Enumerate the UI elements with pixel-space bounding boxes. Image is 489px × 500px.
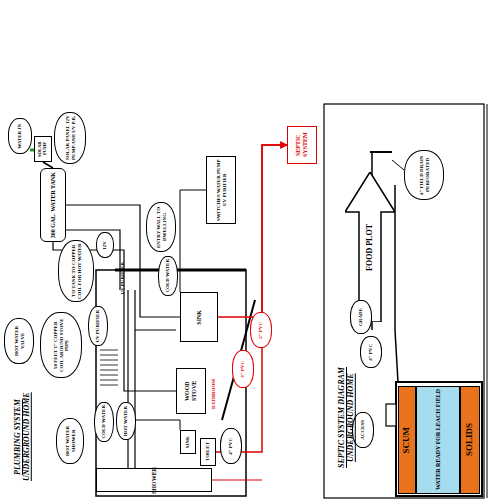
sink-box: SINK — [180, 430, 196, 454]
callout-cloud: 50 FEET 1" COPPER COIL AROUND STOVE PIPE — [40, 312, 82, 378]
node-text: 300 GAL. WATER TANK — [50, 172, 57, 238]
outlet-pipe — [395, 330, 398, 382]
coil-turn — [100, 370, 118, 371]
node-text: UV PURIFIER — [95, 310, 101, 343]
node-text: SEPTIC SYSTEM — [295, 129, 308, 161]
node-text: SCUM — [402, 427, 412, 454]
callout-cloud: WATER IN — [8, 118, 32, 154]
callout-cloud: COLD WATER — [94, 402, 114, 442]
callout-cloud: 4" FIELD DRAIN PERFORATED — [404, 150, 444, 200]
arrow-shape — [345, 172, 395, 322]
callout-cloud: ENTRY WALL TO DWELLING — [146, 202, 176, 252]
food-plot-arrow: FOOD PLOT — [345, 172, 395, 322]
coil-turn — [100, 355, 118, 356]
node-text: SOLIDS — [465, 423, 475, 456]
sheet-edge — [487, 104, 488, 498]
label-box: BATHROOM — [208, 370, 220, 418]
title-box: PLUMBING SYSTEM UNDERGROUND HOME — [2, 378, 44, 496]
callout-cloud: 2" PVC — [250, 312, 272, 348]
callout-cloud: ACCESS — [352, 412, 374, 448]
callout-cloud: GRADE — [350, 300, 372, 334]
node-text: FOOD PLOT — [366, 224, 375, 271]
node-text: WATER READY FOR LEACH FIELD — [435, 389, 442, 490]
sink-box: SINK — [180, 292, 218, 342]
stove-box: WOOD STOVE — [176, 368, 206, 414]
solids-band: SOLIDS — [460, 386, 480, 494]
dwelling-outline — [96, 270, 246, 496]
field-drain — [370, 151, 392, 153]
coil-turn — [100, 360, 118, 361]
node-text: WOOD STOVE — [184, 371, 197, 411]
node-text: SOLAR PUMP — [38, 139, 48, 159]
callout-cloud: HOT WATER VALVE — [4, 318, 34, 364]
node-text: HOT WATER — [123, 406, 129, 436]
callout-cloud: SOLAR PANEL 12V PUMP AND UV P.B. — [54, 112, 86, 164]
node-text: 4" FIELD DRAIN PERFORATED — [419, 153, 430, 197]
node-text: 12V — [102, 241, 108, 250]
sheet-frame — [324, 104, 484, 498]
pump-box: SOLAR PUMP — [34, 136, 52, 162]
callout-cloud: HOT WATER — [116, 402, 136, 440]
callout-cloud: 4" PVC — [220, 428, 242, 464]
node-text: COLD WATER — [101, 405, 107, 439]
copper-coil — [100, 350, 118, 385]
septic-box: SEPTIC SYSTEM — [287, 126, 317, 164]
shower-box: SHOWER — [96, 468, 212, 492]
node-text: 2" PVC — [258, 322, 264, 339]
switch-box: SWITCHES WATER PUMP UV PURIFIER — [206, 156, 236, 224]
septic-tank — [396, 382, 482, 496]
label-box: UV PURIFIER — [116, 258, 130, 298]
drain-line — [222, 300, 255, 420]
water-band: WATER READY FOR LEACH FIELD — [416, 386, 460, 494]
node-text: TOILET — [205, 442, 211, 461]
pipe — [135, 330, 176, 331]
leader-line — [392, 160, 404, 170]
node-text: SOLAR PANEL 12V PUMP AND UV P.B. — [65, 115, 76, 161]
coil-turn — [100, 365, 118, 366]
coil-turn — [100, 385, 118, 386]
node-text: HOT WATER VALVE — [14, 321, 25, 361]
node-text: 3" PVC — [240, 361, 246, 378]
node-text: 4" PVC — [368, 344, 374, 361]
water-tank: 300 GAL. WATER TANK — [40, 168, 66, 242]
node-text: SINK — [185, 436, 191, 448]
callout-cloud: 4" PVC — [360, 336, 382, 368]
callout-cloud: HOT WATER SHOWER — [56, 418, 84, 464]
callout-cloud: UV PURIFIER — [88, 306, 108, 346]
room-label: BATHROOM — [211, 379, 217, 409]
coil-turn — [100, 380, 118, 381]
wire — [180, 190, 206, 292]
node-text: TO TANK TO COPPER COIL FOR HOT WATER — [71, 243, 82, 299]
pipe — [127, 290, 128, 468]
callout-cloud: 12V — [96, 232, 114, 258]
node-text: 50 FEET 1" COPPER COIL AROUND STOVE PIPE — [53, 315, 70, 375]
toilet-box: TOILET — [200, 438, 216, 466]
node-text: GRADE — [358, 308, 364, 326]
node-text: ENTRY WALL TO DWELLING — [156, 205, 167, 249]
node-text: SHOWER — [151, 467, 158, 494]
diagram-title: SEPTIC SYSTEM DIAGRAM UNDERGROUND HOME — [338, 340, 356, 495]
leach-line — [394, 185, 396, 330]
node-text: ACCESS — [360, 420, 366, 440]
node-text: SWITCHES WATER PUMP UV PURIFIER — [216, 159, 227, 221]
scum-band: SCUM — [398, 386, 416, 494]
node-text: 4" PVC — [228, 438, 234, 455]
coil-turn — [100, 350, 118, 351]
drain-line — [212, 479, 262, 480]
access-lid — [386, 404, 396, 426]
callout-cloud: COLD WATER — [158, 256, 178, 296]
pipe — [134, 290, 135, 468]
component-label: UV PURIFIER — [120, 262, 126, 295]
node-text: COLD WATER — [165, 259, 171, 293]
node-text: HOT WATER SHOWER — [65, 421, 76, 461]
node-text: WATER IN — [17, 124, 23, 149]
coil-turn — [100, 375, 118, 376]
callout-cloud: 3" PVC — [232, 350, 254, 388]
node-text: SINK — [196, 310, 203, 325]
callout-cloud: TO TANK TO COPPER COIL FOR HOT WATER — [58, 240, 94, 302]
diagram-title: PLUMBING SYSTEM UNDERGROUND HOME — [14, 378, 32, 496]
